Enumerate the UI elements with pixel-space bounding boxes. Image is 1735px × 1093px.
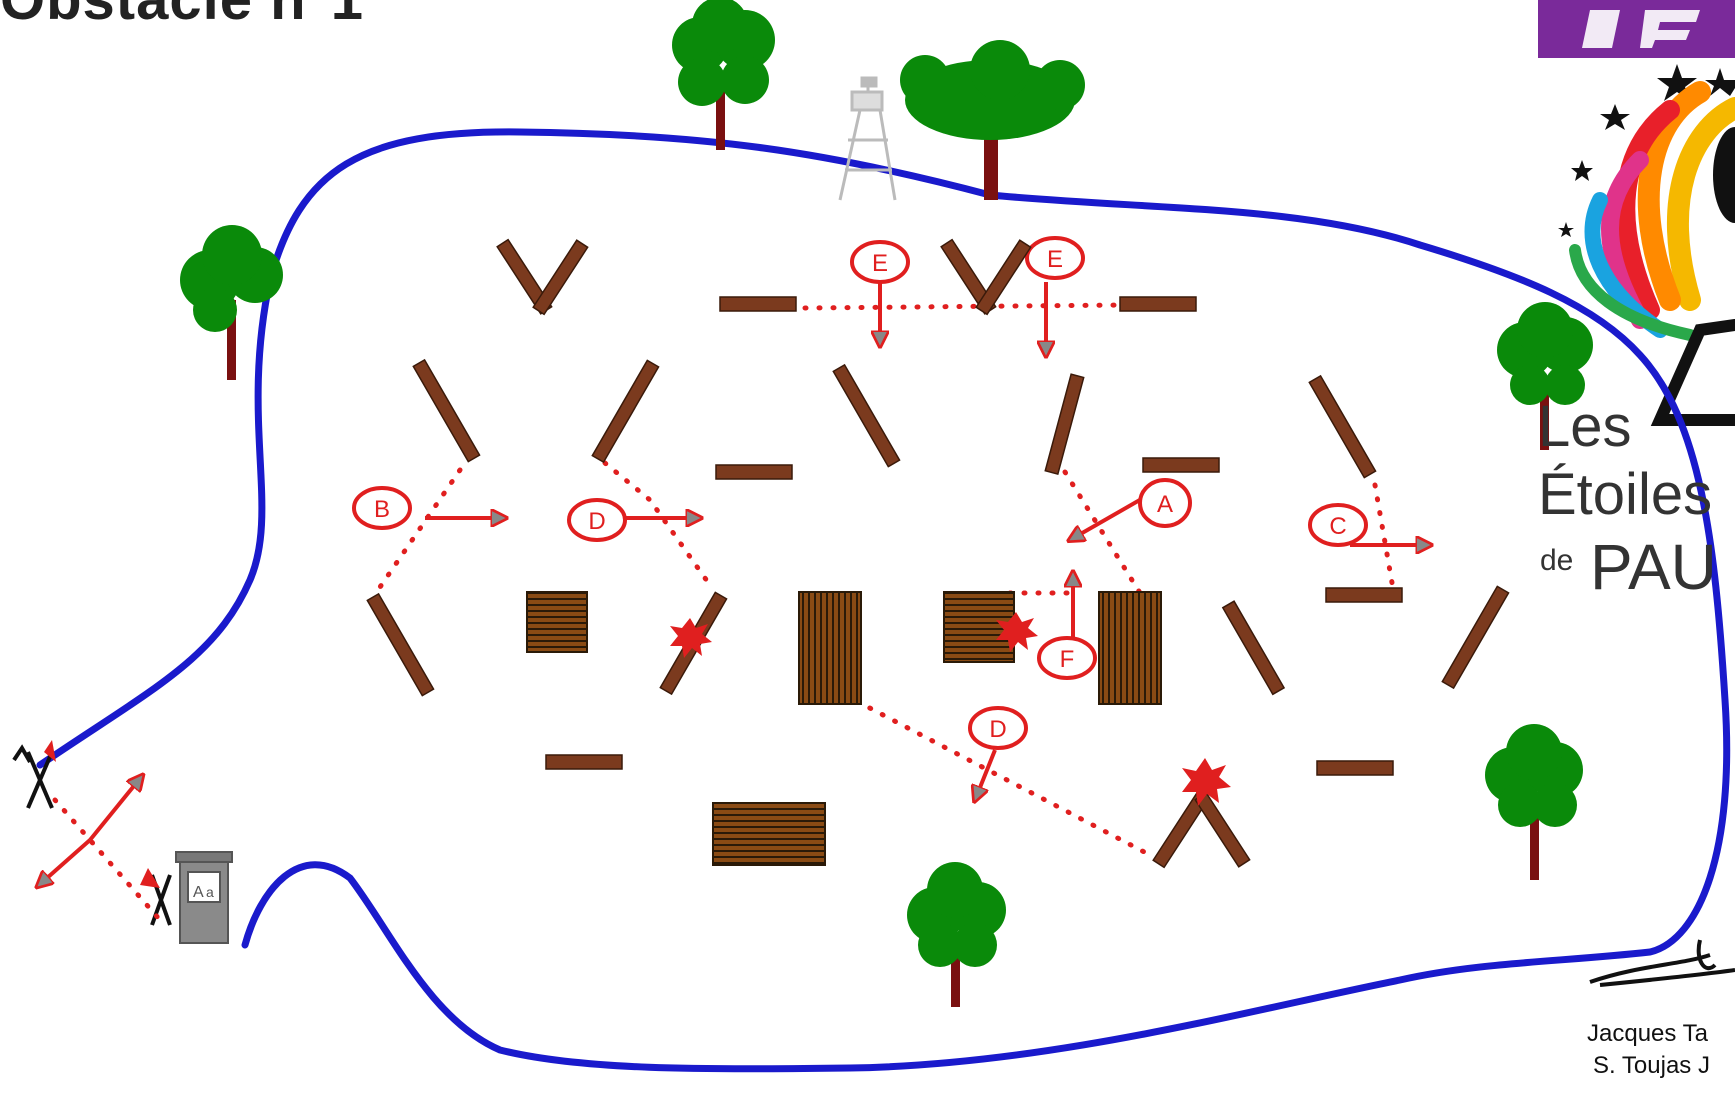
marker-label-c: C	[1329, 513, 1346, 540]
plank-obstacles	[526, 591, 1162, 866]
brand-pau: PAU	[1590, 531, 1717, 603]
banner-logo-mark-2	[1640, 10, 1700, 48]
brand-etoiles: Étoiles	[1538, 462, 1713, 527]
credit-line-2: S. Toujas J	[1593, 1052, 1710, 1079]
marker-label-d1: D	[588, 508, 605, 535]
tree-right-upper	[1497, 302, 1593, 450]
brand-les: Les	[1538, 394, 1632, 459]
track-boundary	[36, 128, 1731, 1073]
dotted-routes	[52, 302, 1398, 923]
svg-text:a: a	[206, 884, 214, 900]
knockdown-bursts	[670, 612, 1231, 806]
judge-tower-icon	[838, 76, 897, 201]
tree-top-center	[672, 0, 775, 150]
marker-label-b: B	[374, 496, 390, 523]
marker-label-e2: E	[1047, 246, 1063, 273]
tree-right-lower	[1485, 724, 1583, 880]
credit-line-1: Jacques Ta	[1587, 1020, 1708, 1047]
marker-label-e1: E	[872, 250, 888, 277]
start-flag-icon	[12, 740, 56, 809]
brand-banner	[1538, 0, 1735, 58]
svg-text:A: A	[193, 884, 204, 901]
tree-top-canopy	[900, 40, 1085, 200]
tree-left	[180, 225, 283, 380]
brand-stars	[1558, 64, 1735, 237]
marker-label-d2: D	[989, 716, 1006, 743]
brand-de: de	[1540, 544, 1574, 577]
banner-logo-mark	[1582, 10, 1620, 48]
brand-flame-logo	[1569, 81, 1735, 426]
tree-bottom-center	[907, 862, 1006, 1007]
marker-label-a: A	[1157, 491, 1173, 518]
marker-label-f: F	[1060, 646, 1075, 673]
signature-graphic	[1589, 939, 1735, 987]
page-title: Obstacle n°1	[0, 0, 364, 33]
marker-circles	[352, 236, 1368, 750]
obstacle-poles	[366, 238, 1510, 869]
